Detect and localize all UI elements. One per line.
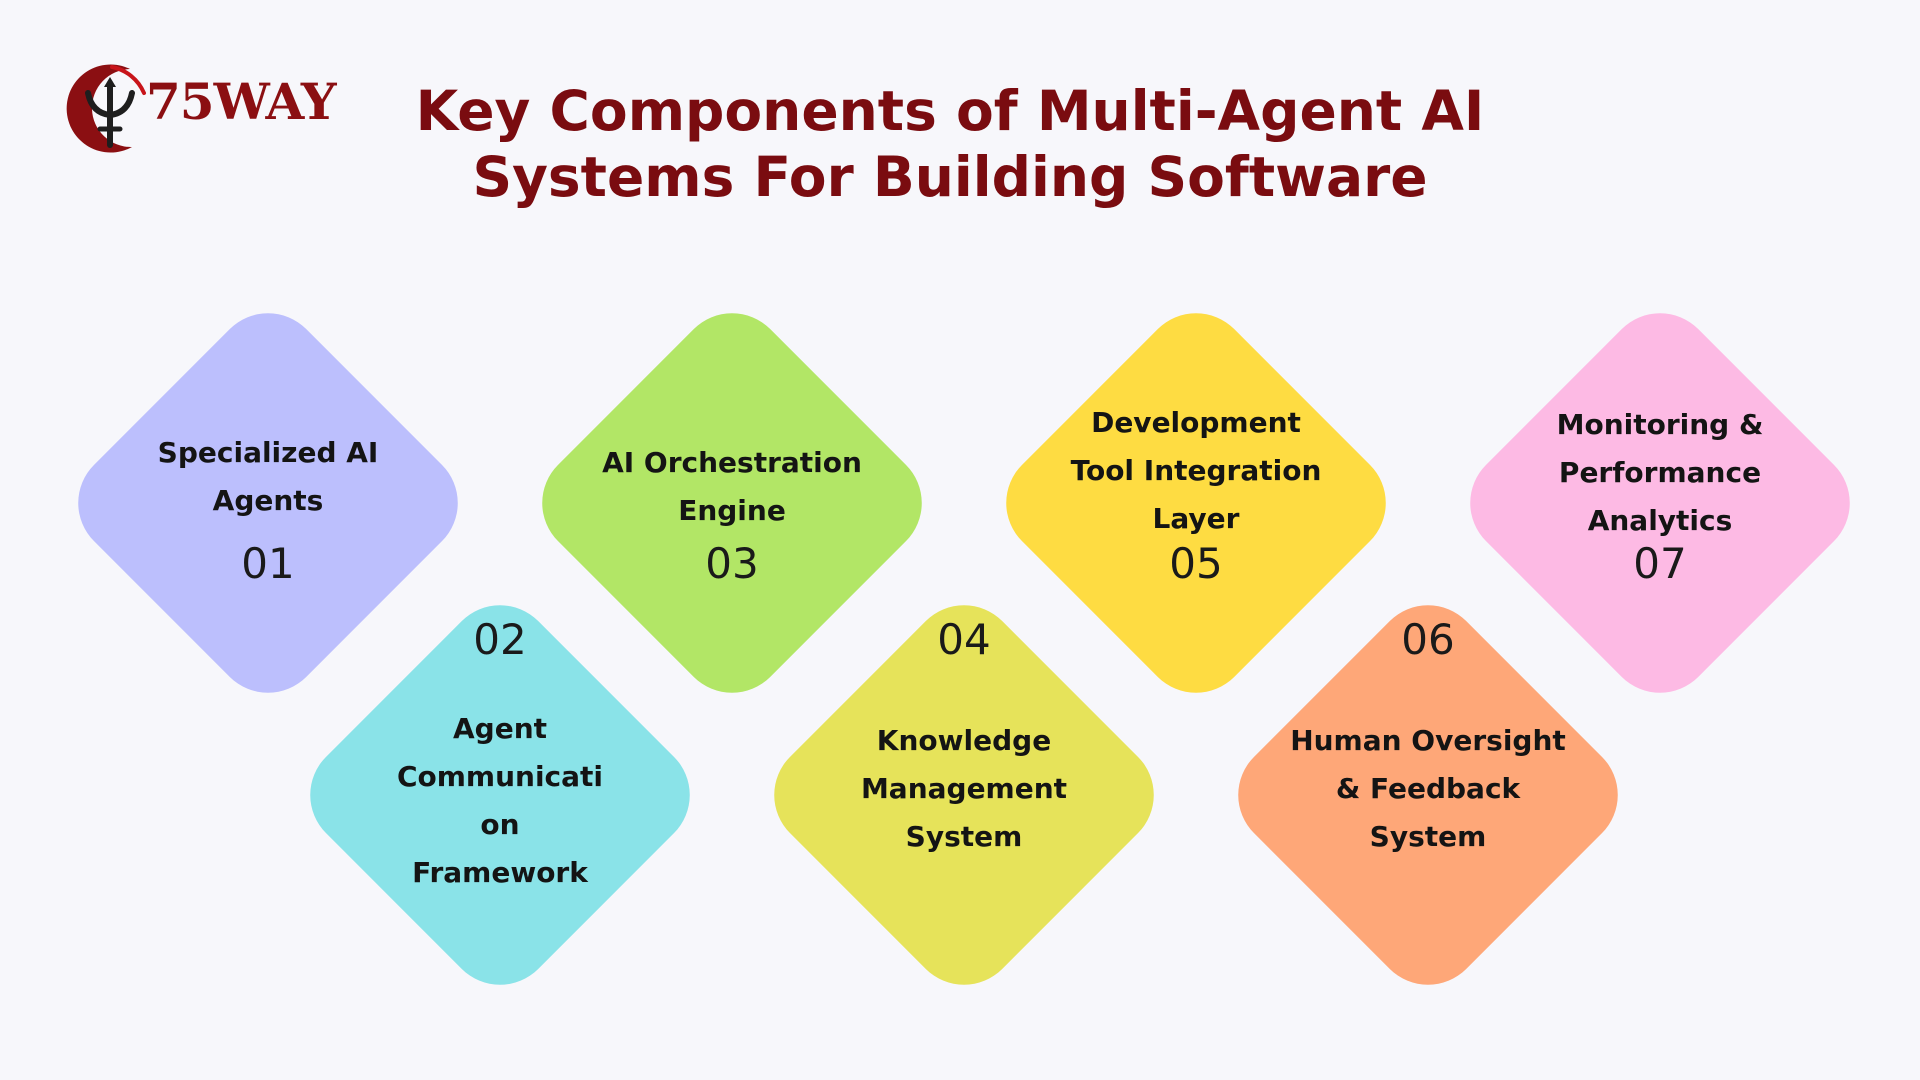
component-card-07: Monitoring & Performance Analytics 07	[1447, 290, 1873, 716]
component-title-01-line-1: Specialized AI	[157, 436, 379, 469]
component-title-01-line-2: Agents	[212, 484, 324, 517]
component-title-02-line-1: Agent	[452, 712, 548, 745]
component-title-03-line-2: Engine	[678, 494, 786, 527]
component-number-05: 05	[1169, 539, 1223, 588]
page-title: Key Components of Multi-Agent AI Systems…	[360, 78, 1540, 210]
component-title-07-line-1: Monitoring &	[1556, 408, 1764, 441]
component-card-06: 06 Human Oversight & Feedback System	[1215, 582, 1641, 1008]
component-title-03-line-1: AI Orchestration	[602, 446, 862, 479]
component-number-01: 01	[241, 539, 295, 588]
component-number-04: 04	[937, 615, 991, 664]
component-number-06: 06	[1401, 615, 1455, 664]
component-card-03: AI Orchestration Engine 03	[519, 290, 945, 716]
component-card-04: 04 Knowledge Management System	[751, 582, 1177, 1008]
trident-crescent-icon	[66, 64, 146, 153]
component-title-06-line-2: & Feedback	[1335, 772, 1521, 805]
component-title-01: Specialized AI Agents	[118, 429, 418, 525]
component-title-07: Monitoring & Performance Analytics	[1510, 401, 1810, 545]
component-card-01: Specialized AI Agents 01	[55, 290, 481, 716]
component-number-03: 03	[705, 539, 759, 588]
component-title-02-line-4: Framework	[412, 856, 588, 889]
component-title-06-line-1: Human Oversight	[1290, 724, 1566, 757]
component-title-05: Development Tool Integration Layer	[1046, 399, 1346, 543]
component-title-02-line-3: on	[480, 808, 520, 841]
component-title-04-line-2: Management	[860, 772, 1068, 805]
component-title-07-line-2: Performance	[1558, 456, 1762, 489]
component-title-04: Knowledge Management System	[814, 717, 1114, 861]
page-title-line-2: Systems For Building Software	[472, 145, 1428, 209]
brand-logo: 75WAY	[52, 55, 352, 160]
component-title-02: Agent Communicati on Framework	[350, 705, 650, 897]
component-title-04-line-1: Knowledge	[876, 724, 1052, 757]
page-title-line-1: Key Components of Multi-Agent AI	[415, 79, 1485, 143]
logo-wordmark: 75WAY	[146, 72, 337, 131]
component-title-02-line-2: Communicati	[396, 760, 604, 793]
component-title-06-line-3: System	[1369, 820, 1487, 853]
component-number-07: 07	[1633, 539, 1687, 588]
component-number-02: 02	[473, 615, 527, 664]
component-card-02: 02 Agent Communicati on Framework	[287, 582, 713, 1008]
component-title-05-line-1: Development	[1091, 406, 1301, 439]
component-title-04-line-3: System	[905, 820, 1023, 853]
component-title-07-line-3: Analytics	[1587, 504, 1733, 537]
component-title-05-line-2: Tool Integration	[1070, 454, 1322, 487]
component-title-06: Human Oversight & Feedback System	[1278, 717, 1578, 861]
component-title-05-line-3: Layer	[1152, 502, 1240, 535]
component-title-03: AI Orchestration Engine	[582, 439, 882, 535]
component-card-05: Development Tool Integration Layer 05	[983, 290, 1409, 716]
